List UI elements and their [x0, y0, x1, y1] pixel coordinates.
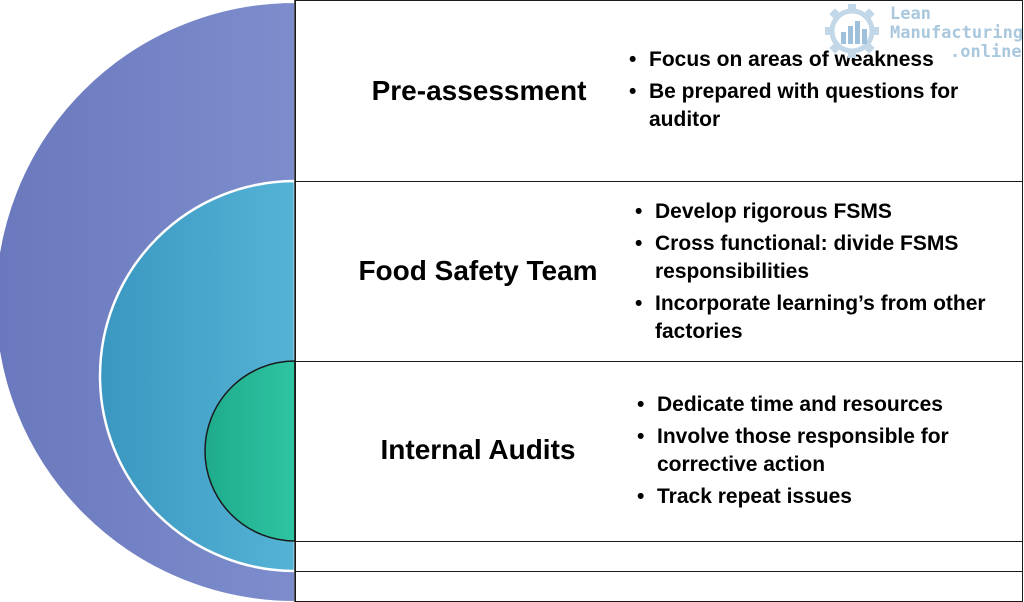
section-title: Internal Audits [380, 434, 576, 465]
bullet-item: Involve those responsible for corrective… [637, 423, 1022, 479]
inner-arc [204, 360, 296, 542]
empty-row [295, 541, 1023, 572]
bullet-item: Focus on areas of weakness [629, 46, 1014, 74]
section-title: Pre-assessment [371, 75, 587, 106]
bullet-item: Develop rigorous FSMS [635, 198, 1020, 226]
bullet-item: Track repeat issues [637, 483, 1022, 511]
section-row-food-safety-team: Food Safety Team Develop rigorous FSMS C… [295, 181, 1023, 362]
bullet-item: Incorporate learning’s from other factor… [635, 290, 1020, 346]
section-row-internal-audits: Internal Audits Dedicate time and resour… [295, 361, 1023, 542]
bullet-item: Cross functional: divide FSMS responsibi… [635, 230, 1020, 286]
section-bullets: Dedicate time and resources Involve thos… [637, 391, 1022, 515]
section-title: Food Safety Team [358, 255, 598, 286]
section-bullets: Focus on areas of weakness Be prepared w… [629, 46, 1014, 138]
section-bullets: Develop rigorous FSMS Cross functional: … [635, 198, 1020, 350]
bullet-item: Dedicate time and resources [637, 391, 1022, 419]
empty-row [295, 571, 1023, 602]
logo-text-line1: Lean [890, 4, 931, 24]
bullet-item: Be prepared with questions for auditor [629, 78, 1014, 134]
logo-text-line2: Manufacturing [890, 23, 1024, 43]
gear-chart-icon [825, 4, 879, 58]
lean-manufacturing-logo: Lean Manufacturing .online [822, 0, 1024, 62]
logo-text-line3: .online [950, 42, 1022, 62]
